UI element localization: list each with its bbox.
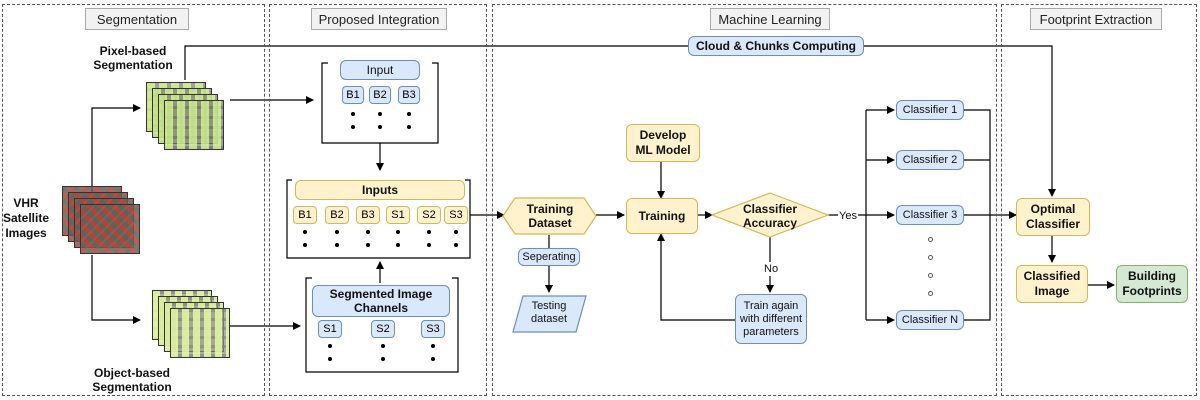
text-classifier-accuracy: Classifier Accuracy xyxy=(742,202,798,230)
dots-inputs-5 xyxy=(427,230,431,256)
label-pixel-segmentation: Pixel-based Segmentation xyxy=(93,44,173,72)
testing-dataset-parallelogram xyxy=(512,295,587,333)
chip-b3-top: B3 xyxy=(398,86,420,104)
label-object-segmentation: Object-based Segmentation xyxy=(92,366,172,394)
box-classifier-3: Classifier 3 xyxy=(896,205,964,225)
bracket-inputs xyxy=(286,179,471,259)
chip-s2-bottom: S2 xyxy=(371,320,395,338)
arrow-train-again-to-training xyxy=(657,233,735,321)
training-dataset-hexagon xyxy=(502,197,597,235)
panel-integration xyxy=(269,4,487,396)
dots-seg-1 xyxy=(328,344,332,370)
dots-inputs-1 xyxy=(303,230,307,256)
title-segmentation: Segmentation xyxy=(85,8,189,30)
box-seperating: Seperating xyxy=(518,248,580,266)
chip-b1-top: B1 xyxy=(342,86,364,104)
chip-b2: B2 xyxy=(325,206,349,224)
title-footprint: Footprint Extraction xyxy=(1030,8,1162,30)
chip-b3: B3 xyxy=(356,206,380,224)
dots-input-2 xyxy=(378,112,382,138)
box-optimal-classifier: Optimal Classifier xyxy=(1016,198,1090,236)
panel-footprint xyxy=(1001,4,1197,396)
dots-input-1 xyxy=(351,112,355,138)
pixel-segmentation-image xyxy=(146,82,236,152)
dots-inputs-3 xyxy=(366,230,370,256)
chip-s2: S2 xyxy=(417,206,441,224)
box-classified-image: Classified Image xyxy=(1016,265,1088,303)
box-classifier-n: Classifier N xyxy=(896,310,964,330)
ellipsis-circle-2 xyxy=(928,255,933,260)
title-ml: Machine Learning xyxy=(710,8,830,30)
chip-s1: S1 xyxy=(386,206,410,224)
chip-s3-bottom: S3 xyxy=(421,320,445,338)
chip-b1: B1 xyxy=(293,206,317,224)
dots-inputs-6 xyxy=(454,230,458,256)
chip-b2-top: B2 xyxy=(369,86,391,104)
box-input: Input xyxy=(340,60,420,80)
text-testing-dataset: Testing dataset xyxy=(530,300,568,325)
bracket-segmented xyxy=(305,277,459,373)
box-building-footprints: Building Footprints xyxy=(1116,265,1188,303)
dots-seg-3 xyxy=(431,344,435,370)
ellipsis-circle-4 xyxy=(928,291,933,296)
box-inputs: Inputs xyxy=(295,180,465,200)
accuracy-diamond xyxy=(710,192,830,238)
panel-segmentation xyxy=(2,4,265,396)
panel-ml xyxy=(492,4,997,396)
chip-s1-bottom: S1 xyxy=(318,320,342,338)
box-train-again: Train again with different parameters xyxy=(735,294,807,344)
dots-inputs-4 xyxy=(396,230,400,256)
dots-inputs-2 xyxy=(335,230,339,256)
vhr-satellite-image xyxy=(62,186,142,266)
box-cloud-computing: Cloud & Chunks Computing xyxy=(688,36,864,56)
arrow-pixel-to-cloud xyxy=(184,45,1056,197)
title-integration: Proposed Integration xyxy=(311,8,447,30)
box-develop-model: Develop ML Model xyxy=(626,124,700,162)
box-classifier-2: Classifier 2 xyxy=(896,150,964,170)
box-classifier-1: Classifier 1 xyxy=(896,100,964,120)
label-vhr-satellite: VHR Satellite Images xyxy=(2,196,50,240)
text-training-dataset: Training Dataset xyxy=(526,202,574,230)
chip-s3: S3 xyxy=(444,206,468,224)
ellipsis-circle-3 xyxy=(928,273,933,278)
box-training: Training xyxy=(626,198,698,234)
label-no: No xyxy=(764,262,779,276)
object-segmentation-image xyxy=(152,290,242,360)
dots-input-3 xyxy=(407,112,411,138)
dots-seg-2 xyxy=(381,344,385,370)
ellipsis-circle-1 xyxy=(928,237,933,242)
box-segmented-channels: Segmented Image Channels xyxy=(312,285,450,317)
label-yes: Yes xyxy=(838,210,858,222)
arrow-vhr-to-object xyxy=(91,255,141,324)
